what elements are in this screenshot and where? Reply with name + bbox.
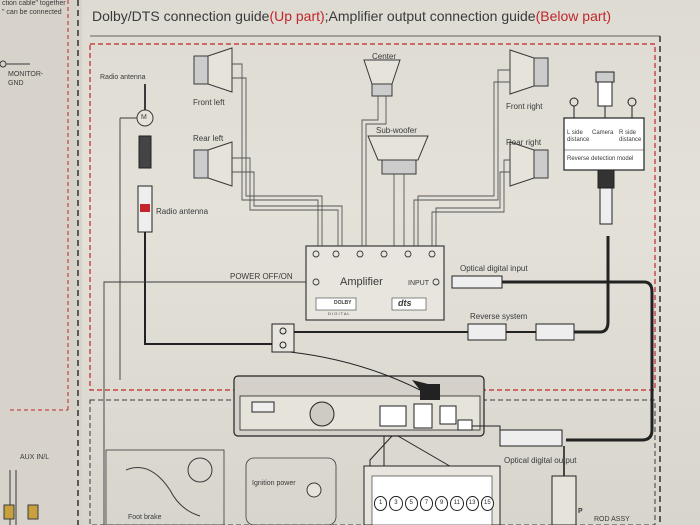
left-fragment-2: " can be connected [2,9,62,16]
title-main: Dolby/DTS connection guide [92,8,270,24]
front-right-label: Front right [506,102,543,111]
reverse-cable [574,236,610,334]
power-label: POWER OFF/ON [230,272,293,281]
aux-plug-icon-2 [27,504,39,520]
aux-label: AUX IN/L [20,454,50,461]
foot-brake-box [105,449,225,525]
aux-plug-icon [3,504,15,520]
foot-brake-icon [187,457,213,483]
title-up-part: (Up part) [269,8,325,24]
optical-input-connector [451,275,503,289]
power-wire [103,281,306,525]
front-left-label: Front left [193,98,225,107]
pin-7: 7 [419,496,433,511]
antenna-arrow [289,351,421,391]
pin-15: 15 [480,496,494,511]
foot-brake-label: Foot brake [128,514,162,521]
reverse-connector-right [535,323,575,341]
rear-left-label: Rear left [193,134,224,143]
speaker-rear-right-icon [509,141,549,187]
radio-antenna-side-label: Radio antenna [156,207,209,216]
reverse-module-label: Reverse detection model [567,156,634,162]
antenna-plug-block [271,323,295,353]
l-side-label: L side distance [567,130,590,143]
ignition-key-icon [306,482,322,498]
title-amplifier-guide: ;Amplifier output connection guide [324,8,536,24]
pin-5: 5 [404,496,418,511]
l-side-sensor-icon [569,97,579,107]
amplifier-label: Amplifier [340,276,383,288]
optical-output-connector [499,429,563,447]
pin-1: 1 [374,496,388,511]
speaker-front-right-icon [509,49,549,95]
p-badge: P [578,508,583,515]
optical-cable [502,280,654,442]
antenna-m-label: M [141,114,147,121]
antenna-arrow-head-icon [420,384,440,400]
reverse-system-label: Reverse system [470,312,528,321]
speaker-wires [232,63,510,248]
dts-label: dts [398,298,412,308]
r-side-label: R side distance [619,130,642,143]
dolby-logo-box [315,297,357,311]
pin-13: 13 [465,496,479,511]
camera-icon [595,71,615,83]
left-fragment-1: ction cable" together [2,0,66,7]
dts-logo-box [391,297,427,311]
digital-label: D I G I T A L [328,311,350,316]
sub-woofer-label: Sub-woofer [376,126,417,135]
antenna-cable [144,232,272,345]
monitor-gnd-label: MONITOR- GND [8,71,44,87]
optical-input-label: Optical digital input [460,264,528,273]
speaker-rear-left-icon [193,141,233,187]
camera-label: Camera [592,130,614,136]
radio-antenna-top-label: Radio antenna [100,74,146,81]
optical-out-port [457,419,473,431]
pin-9: 9 [435,496,449,511]
r-side-sensor-icon [627,97,637,107]
pin-11: 11 [450,496,464,511]
input-label: INPUT [408,280,429,287]
ignition-label: Ignition power [252,480,296,487]
radio-antenna-icon [136,84,154,233]
reverse-detection-module [563,117,645,171]
rear-right-label: Rear right [506,138,542,147]
speaker-front-left-icon [193,47,233,93]
dolby-label: DOLBY [334,300,352,306]
center-label: Center [372,52,397,61]
antenna-ground-wire [119,117,137,380]
rod-assy-icon [551,475,577,525]
rod-assy-label: ROD ASSY [594,516,630,523]
title-below-part: (Below part) [535,8,612,24]
optical-output-label: Optical digital output [504,456,577,465]
ignition-box [245,457,337,525]
speaker-subwoofer-icon [367,135,429,175]
head-unit-fan-icon [309,401,335,427]
amplifier-terminals [312,250,440,286]
reverse-connector-left [467,323,507,341]
pin-3: 3 [389,496,403,511]
page-title: Dolby/DTS connection guide(Up part);Ampl… [92,8,611,24]
speaker-center-icon [363,59,401,97]
